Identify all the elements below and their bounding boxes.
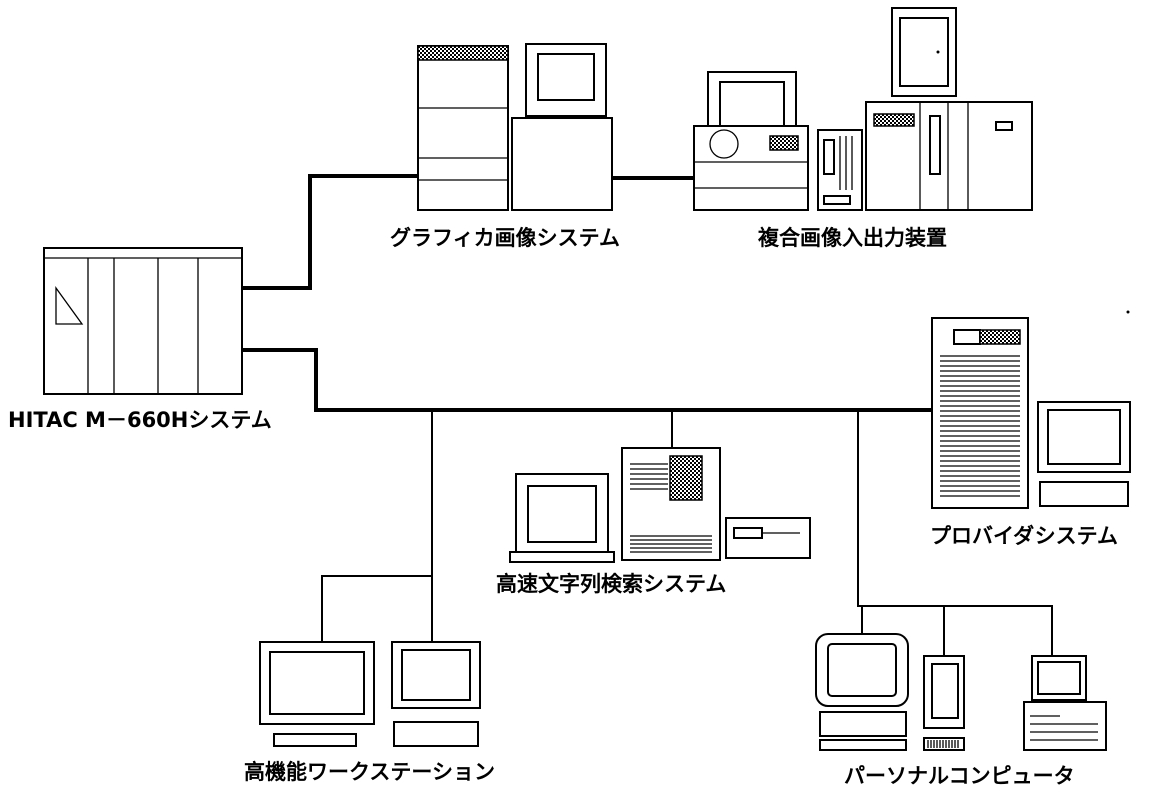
provider-system-label: プロバイダシステム (930, 524, 1118, 548)
workstation-label: 高機能ワークステーション (244, 760, 495, 784)
personal-computer-label: パーソナルコンピュータ (844, 764, 1075, 788)
search-system-label: 高速文字列検索システム (496, 572, 727, 596)
provider-system-icon (931, 317, 1131, 509)
composite-io-icon (693, 7, 1033, 211)
graphics-system-label: グラフィカ画像システム (390, 226, 620, 250)
graphics-system-icon (417, 43, 613, 211)
workstation-icon (259, 641, 481, 747)
mainframe-label: HITAC M－660Hシステム (8, 408, 272, 432)
composite-io-label: 複合画像入出力装置 (758, 226, 947, 250)
mainframe-icon (43, 247, 243, 395)
stray-dot (1126, 310, 1130, 314)
personal-computer-icon (815, 633, 1107, 751)
network-cables (240, 174, 1053, 655)
search-system-icon (509, 447, 811, 563)
